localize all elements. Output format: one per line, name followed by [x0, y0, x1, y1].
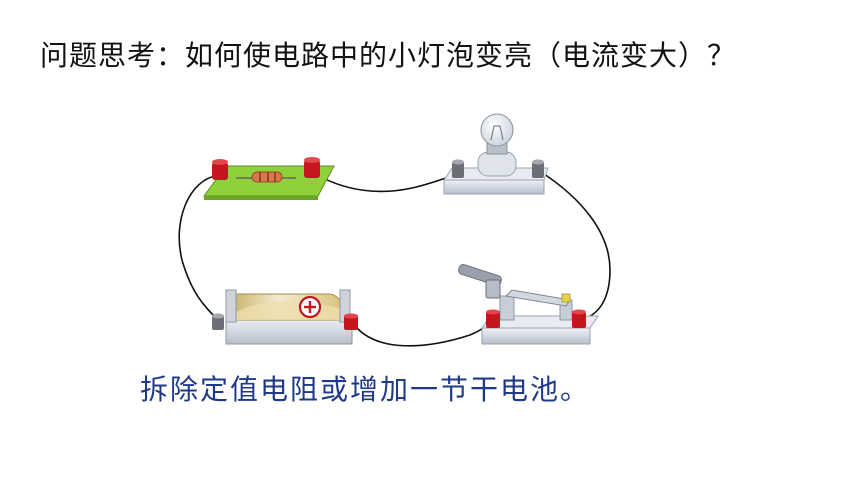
bulb-glass	[480, 113, 514, 147]
switch-handle	[458, 263, 502, 299]
bulb-terminal-right	[532, 159, 544, 178]
answer-text: 拆除定值电阻或增加一节干电池。	[140, 373, 591, 406]
resistor-board	[203, 157, 335, 200]
knife-switch	[458, 263, 599, 345]
wire-battery-to-switch	[351, 319, 493, 347]
switch-terminal-right	[572, 309, 586, 328]
switch-terminal-left	[486, 309, 500, 328]
wire-resistor-to-battery	[178, 175, 221, 323]
battery-terminal-negative	[212, 313, 224, 330]
wires	[178, 169, 611, 347]
wire-bulb-to-switch	[537, 169, 611, 321]
light-bulb-holder	[443, 113, 549, 195]
battery-terminal-positive	[344, 313, 358, 330]
bulb-terminal-left	[452, 159, 464, 178]
resistor-terminal-left	[212, 159, 228, 180]
resistor-body	[251, 171, 283, 183]
wire-resistor-to-bulb	[311, 171, 459, 193]
question-title: 问题思考：如何使电路中的小灯泡变亮（电流变大）？	[40, 39, 737, 72]
battery-plus-icon	[298, 295, 322, 319]
resistor-terminal-right	[304, 157, 320, 178]
switch-blade	[504, 289, 571, 307]
battery-holder	[212, 289, 358, 345]
